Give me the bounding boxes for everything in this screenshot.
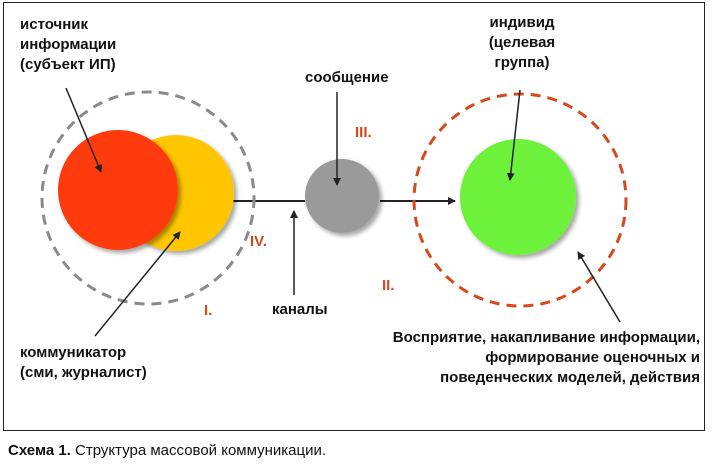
source-pointer-arrow [65,87,102,173]
perception-pointer-arrow [577,251,621,323]
source-circle [58,130,178,250]
figure-caption: Схема 1. Структура массовой коммуникации… [8,442,326,459]
source-label: источник информации (субъект ИП) [20,15,116,75]
communicator-pointer-arrow [94,231,181,337]
individual-label: индивид (целевая группа) [487,13,557,73]
perception-label-line: поведенческих моделей, действия [440,369,700,386]
perception-label-line: Восприятие, накапливание информации, [392,329,700,346]
individual-label-line: индивид [489,14,555,31]
individual-label-line: (целевая [488,34,556,51]
numeral-ii: II. [382,277,395,294]
communicator-label-line: (сми, журналист) [20,364,147,381]
numeral-i: I. [204,302,213,319]
numeral-iii: III. [355,124,372,141]
communication-diagram [40,87,628,337]
source-ring [40,90,256,306]
caption-text: Структура массовой коммуникации. [70,442,327,459]
communicator-label-line: коммуникатор [20,344,127,361]
individual-label-line: группа) [494,54,550,71]
numeral-iv: IV. [250,233,267,250]
caption-prefix: Схема 1. [8,442,71,459]
perception-label-line: формирование оценочных и [485,349,700,366]
perception-label: Восприятие, накапливание информации, фор… [330,328,700,388]
individual-pointer-arrow [506,89,521,181]
message-circle [305,159,379,233]
diagram-frame [3,2,705,431]
message-label: сообщение [305,69,389,86]
source-label-line: (субъект ИП) [20,56,116,73]
individual-circle [460,139,576,255]
source-label-line: информации [20,36,117,53]
source-label-line: источник [20,16,88,33]
communicator-label: коммуникатор (сми, журналист) [20,343,147,383]
channels-label: каналы [272,301,328,318]
